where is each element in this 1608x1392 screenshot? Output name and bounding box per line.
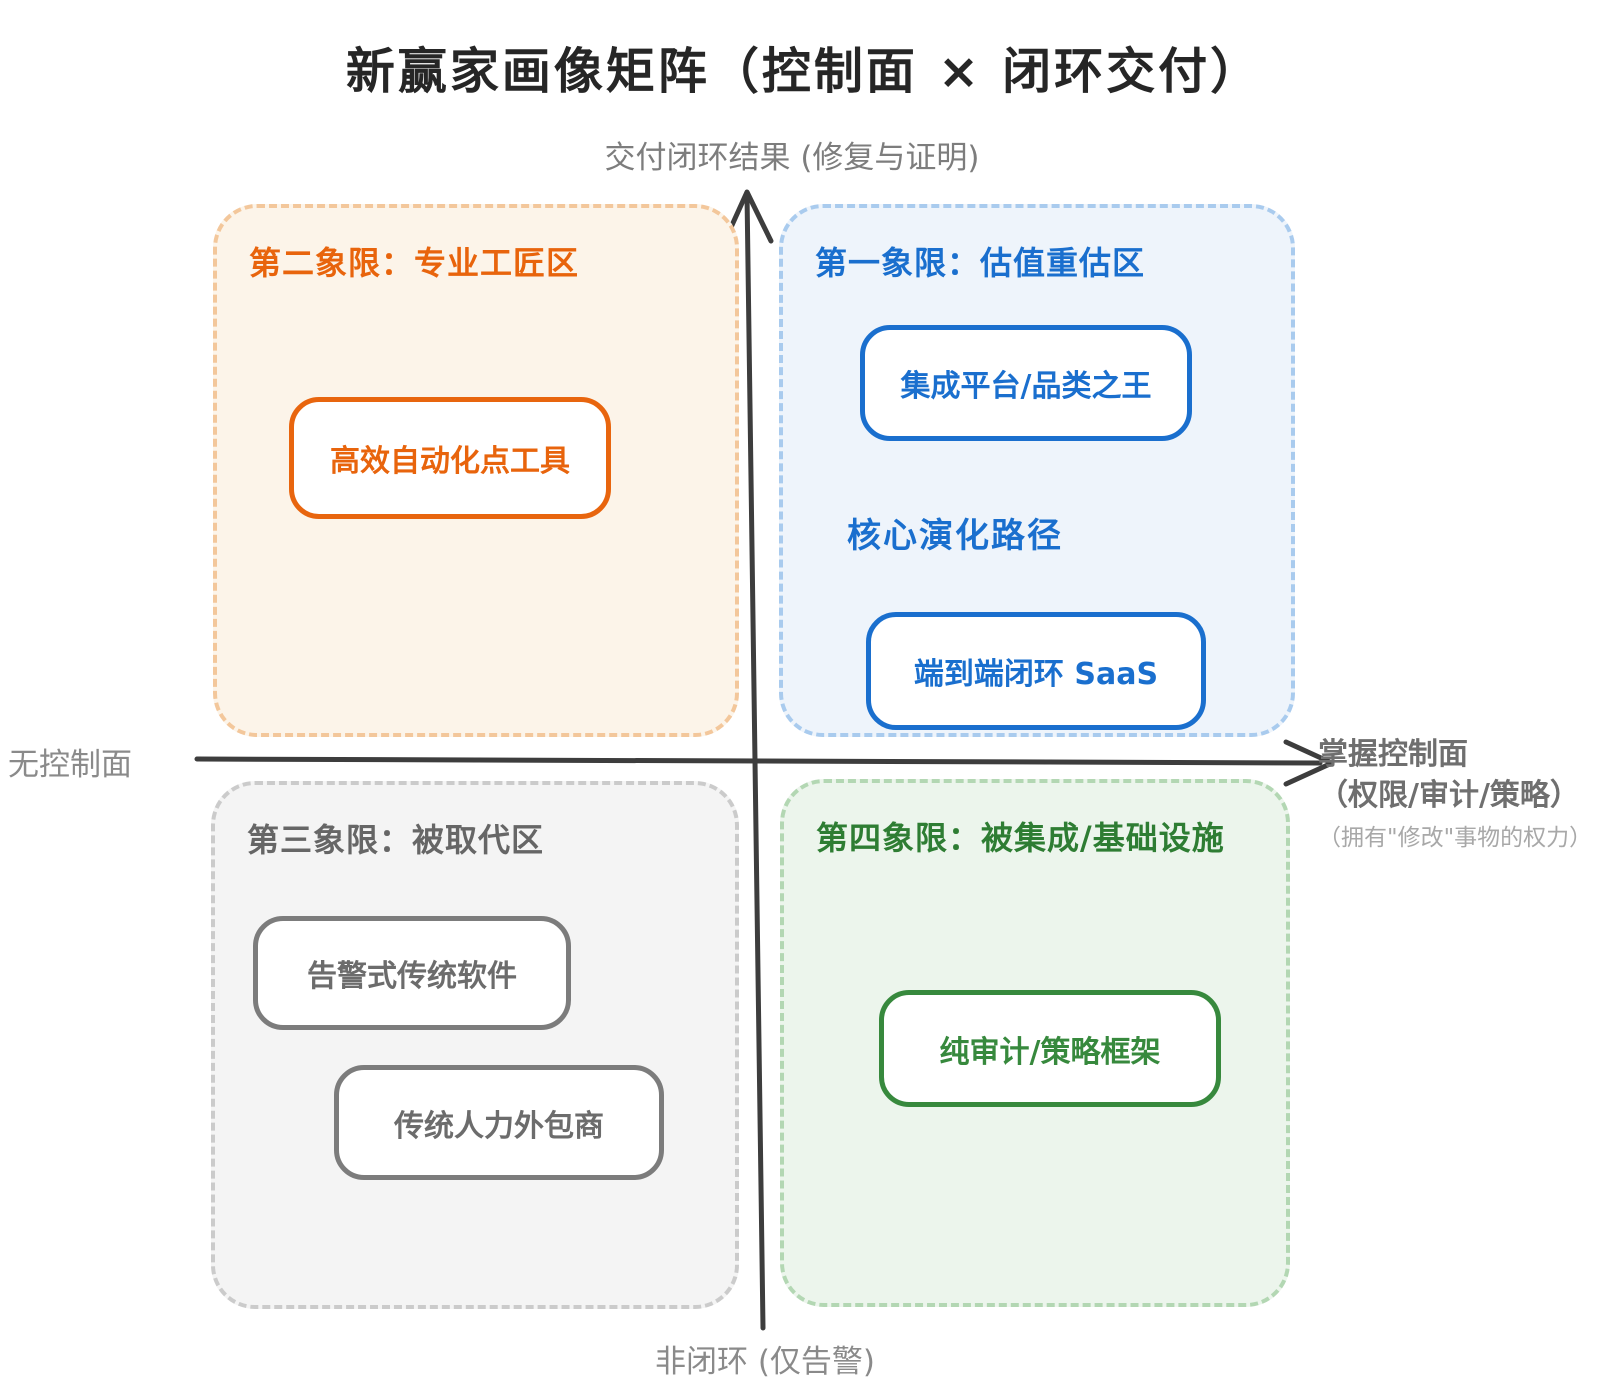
node-efficient-automation-tools: 高效自动化点工具 [289,397,611,519]
y-axis-top-label: 交付闭环结果 (修复与证明) [604,140,980,176]
node-pure-audit-policy-framework: 纯审计/策略框架 [879,990,1221,1107]
quadrant-4-panel: 第四象限：被集成/基础设施 纯审计/策略框架 [780,779,1290,1307]
x-axis-left-label: 无控制面 [8,747,132,783]
node-alert-style-legacy-software: 告警式传统软件 [253,916,571,1030]
quadrant-3-panel: 第三象限：被取代区 告警式传统软件 传统人力外包商 [211,781,739,1309]
y-axis-bottom-label: 非闭环 (仅告警) [654,1344,876,1380]
node-traditional-outsourcer: 传统人力外包商 [334,1065,664,1180]
x-axis-arrowhead-icon [1283,739,1335,787]
diagram-title: 新赢家画像矩阵（控制面 × 闭环交付） [345,43,1263,100]
quadrant-2-panel: 第二象限：专业工匠区 高效自动化点工具 [213,204,739,737]
x-axis-right-label: 掌握控制面 [1318,737,1468,772]
x-axis-right-sublabel: （权限/审计/策略） [1318,777,1580,813]
node-integration-platform: 集成平台/品类之王 [860,325,1192,441]
quadrant-1-title: 第一象限：估值重估区 [815,244,1146,282]
quadrant-4-title: 第四象限：被集成/基础设施 [816,819,1225,857]
x-axis-right-label-block: 掌握控制面 （权限/审计/策略） （拥有"修改"事物的权力） [1318,733,1592,852]
quadrant-3-title: 第三象限：被取代区 [247,821,545,859]
quadrant-1-panel: 第一象限：估值重估区 集成平台/品类之王 核心演化路径 端到端闭环 SaaS [779,204,1295,737]
quadrant-2-title: 第二象限：专业工匠区 [249,244,580,282]
node-end-to-end-saas: 端到端闭环 SaaS [866,612,1206,730]
core-evolution-path-label: 核心演化路径 [847,516,1063,556]
x-axis-right-caption: （拥有"修改"事物的权力） [1318,825,1593,851]
x-axis-line [194,756,1323,766]
